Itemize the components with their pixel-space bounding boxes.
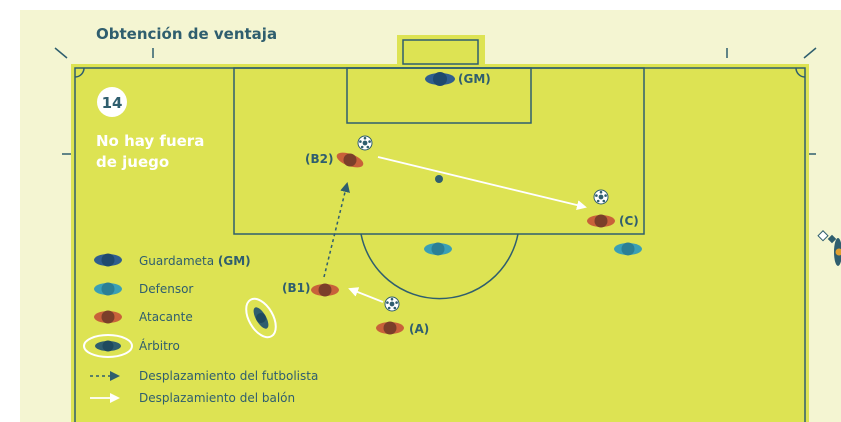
legend-goalkeeper-label: Guardameta (GM) <box>139 254 251 268</box>
goalkeeper-label: (GM) <box>458 72 491 86</box>
corner-arc-right <box>795 67 806 78</box>
defender-player <box>614 242 642 256</box>
penalty-spot <box>435 175 443 183</box>
referee-player <box>245 297 277 339</box>
legend-ball-move-label: Desplazamiento del balón <box>139 391 295 405</box>
subtitle-line-1: No hay fuera <box>96 132 204 150</box>
legend-attacker-icon <box>94 310 122 324</box>
legend-referee-label: Árbitro <box>139 338 180 353</box>
goal-area <box>346 67 532 124</box>
ball-c <box>593 189 609 205</box>
scenario-number: 14 <box>102 94 123 112</box>
legend-defender-icon <box>94 282 122 296</box>
legend-goalkeeper-icon <box>94 253 122 267</box>
diagram-title: Obtención de ventaja <box>96 25 277 43</box>
corner-arc-left <box>74 67 85 78</box>
attacker-a <box>376 321 404 335</box>
ball-b2 <box>357 135 373 151</box>
legend: Guardameta (GM) Defensor Atacante Árbitr… <box>83 253 318 405</box>
goal-frame <box>402 39 479 65</box>
ball-arrow-a-to-b1 <box>348 287 384 303</box>
attacker-c <box>587 214 615 228</box>
pitch <box>71 35 809 422</box>
attacker-b2 <box>336 152 364 168</box>
attacker-c-label: (C) <box>619 214 639 228</box>
legend-defender-label: Defensor <box>139 282 193 296</box>
legend-player-move-label: Desplazamiento del futbolista <box>139 369 318 383</box>
pitch-tick-marks <box>54 47 817 155</box>
ball-a <box>384 296 400 312</box>
attacker-b1-label: (B1) <box>282 281 310 295</box>
attacker-b1 <box>311 283 339 297</box>
attacker-b2-label: (B2) <box>305 152 333 166</box>
penalty-arc <box>360 233 519 300</box>
scenario-badge <box>97 87 127 117</box>
attacker-a-label: (A) <box>409 322 429 336</box>
legend-attacker-label: Atacante <box>139 310 193 324</box>
player-move-arrow <box>323 182 350 278</box>
defender-player <box>424 242 452 256</box>
subtitle-line-2: de juego <box>96 153 169 171</box>
legend-referee-icon <box>83 334 133 358</box>
goalkeeper-player <box>425 72 455 86</box>
ball-arrow-b2-to-c <box>377 156 587 210</box>
